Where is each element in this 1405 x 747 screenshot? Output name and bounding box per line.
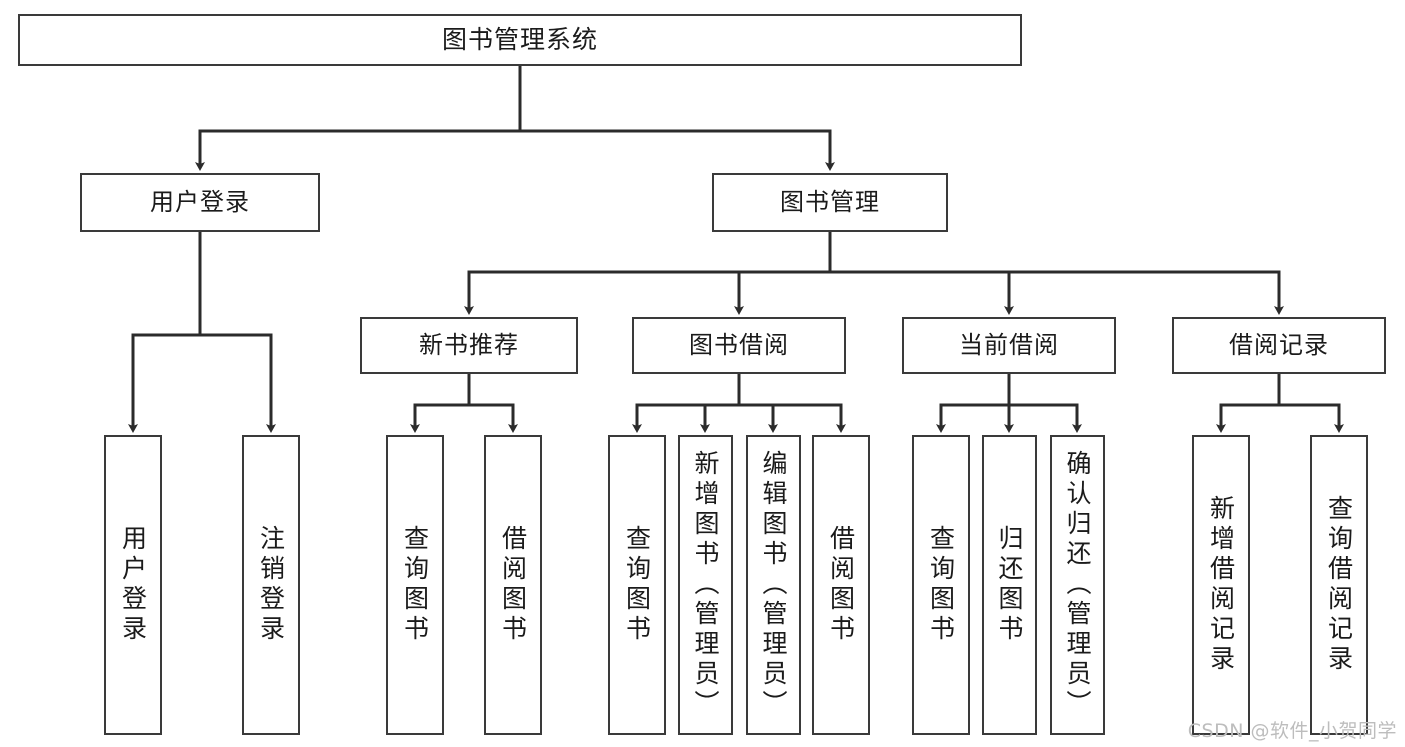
node-label: 查询图书 bbox=[926, 525, 956, 645]
node-label: 用户登录 bbox=[150, 188, 250, 217]
node-label: 编辑图书（管理员） bbox=[759, 450, 788, 720]
node-book-borrow[interactable]: 图书借阅 bbox=[632, 317, 846, 374]
node-label: 归还图书 bbox=[995, 525, 1024, 645]
node-label: 借阅图书 bbox=[826, 525, 856, 645]
leaf-current-query-book[interactable]: 查询图书 bbox=[912, 435, 970, 735]
node-label: 新增借阅记录 bbox=[1206, 495, 1236, 675]
leaf-current-confirm-return-admin[interactable]: 确认归还（管理员） bbox=[1050, 435, 1105, 735]
node-label: 确认归还（管理员） bbox=[1063, 450, 1092, 720]
leaf-current-return-book[interactable]: 归还图书 bbox=[982, 435, 1037, 735]
node-borrow-record[interactable]: 借阅记录 bbox=[1172, 317, 1386, 374]
leaf-borrow-query-book[interactable]: 查询图书 bbox=[608, 435, 666, 735]
node-label: 查询图书 bbox=[400, 525, 430, 645]
node-new-book-recommend[interactable]: 新书推荐 bbox=[360, 317, 578, 374]
leaf-borrow-add-book-admin[interactable]: 新增图书（管理员） bbox=[678, 435, 733, 735]
node-label: 借阅记录 bbox=[1229, 331, 1329, 360]
node-label: 用户登录 bbox=[118, 525, 148, 645]
leaf-logout[interactable]: 注销登录 bbox=[242, 435, 300, 735]
leaf-recommend-borrow-book[interactable]: 借阅图书 bbox=[484, 435, 542, 735]
node-current-borrow[interactable]: 当前借阅 bbox=[902, 317, 1116, 374]
node-label: 当前借阅 bbox=[959, 331, 1059, 360]
node-label: 注销登录 bbox=[256, 525, 286, 645]
node-label: 查询图书 bbox=[622, 525, 652, 645]
node-root-system[interactable]: 图书管理系统 bbox=[18, 14, 1022, 66]
node-label: 图书管理 bbox=[780, 188, 880, 217]
node-label: 新书推荐 bbox=[419, 331, 519, 360]
node-label: 借阅图书 bbox=[498, 525, 528, 645]
watermark-text: CSDN @软件_小贺同学 bbox=[1187, 720, 1397, 742]
leaf-recommend-query-book[interactable]: 查询图书 bbox=[386, 435, 444, 735]
node-label: 图书管理系统 bbox=[441, 25, 598, 55]
node-label: 新增图书（管理员） bbox=[691, 450, 720, 720]
leaf-borrow-borrow-book[interactable]: 借阅图书 bbox=[812, 435, 870, 735]
leaf-borrow-edit-book-admin[interactable]: 编辑图书（管理员） bbox=[746, 435, 801, 735]
node-label: 查询借阅记录 bbox=[1324, 495, 1354, 675]
node-book-management[interactable]: 图书管理 bbox=[712, 173, 948, 232]
leaf-record-add-record[interactable]: 新增借阅记录 bbox=[1192, 435, 1250, 735]
leaf-user-login[interactable]: 用户登录 bbox=[104, 435, 162, 735]
node-user-login[interactable]: 用户登录 bbox=[80, 173, 320, 232]
leaf-record-query-record[interactable]: 查询借阅记录 bbox=[1310, 435, 1368, 735]
node-label: 图书借阅 bbox=[689, 331, 789, 360]
